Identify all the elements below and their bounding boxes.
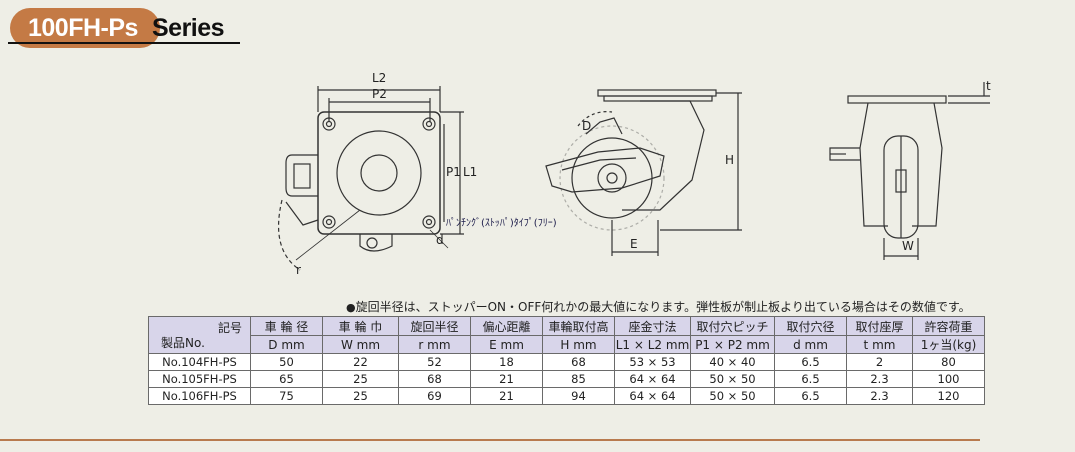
table-cell: 65 [250,370,323,388]
table-cell: 69 [398,387,471,405]
label-wheel-d: D [582,119,591,133]
table-cell: 6.5 [774,370,847,388]
table-cell: 75 [250,387,323,405]
top-view-drawing [277,86,464,271]
header-wheel-width: 車 輪 巾 [322,316,399,336]
table-cell: 80 [912,353,985,371]
table-cell: 64 × 64 [614,387,691,405]
table-cell: 22 [322,353,399,371]
table-cell: 52 [398,353,471,371]
spec-table: 記号 製品No. 車 輪 径 車 輪 巾 旋回半径 偏心距離 車輪取付高 座金寸… [148,316,985,405]
label-p1: P1 [446,165,461,179]
product-no-cell: No.106FH-PS [148,387,251,405]
unit-cell: H mm [542,335,615,354]
unit-cell: L1 × L2 mm [614,335,691,354]
table-cell: 64 × 64 [614,370,691,388]
unit-cell: 1ヶ当(kg) [912,335,985,354]
table-cell: 40 × 40 [690,353,775,371]
product-no-cell: No.104FH-PS [148,353,251,371]
table-cell: 68 [398,370,471,388]
unit-cell: E mm [470,335,543,354]
title-series: Series [152,14,225,42]
side-view-drawing [545,89,742,256]
table-cell: 21 [470,387,543,405]
header-plate-size: 座金寸法 [614,316,691,336]
label-t: t [986,79,991,93]
title-model: 100FH-Ps [28,14,138,42]
unit-cell: P1 × P2 mm [690,335,775,354]
label-p2: P2 [372,87,387,101]
header-wheel-diameter: 車 輪 径 [250,316,323,336]
table-header-row: 記号 製品No. 車 輪 径 車 輪 巾 旋回半径 偏心距離 車輪取付高 座金寸… [148,316,985,354]
header-plate-thickness: 取付座厚 [846,316,913,336]
drawing-watermark: ﾊﾟﾝﾁﾝｸﾞ(ｽﾄｯﾊﾟ)ﾀｲﾌﾟ(ﾌﾘｰ) [446,217,557,229]
title-underline [8,42,240,44]
table-cell: 50 × 50 [690,370,775,388]
table-cell: 6.5 [774,353,847,371]
header-load-capacity: 許容荷重 [912,316,985,336]
label-w: W [902,239,914,253]
corner-product-label: 製品No. [161,336,205,350]
label-e: E [630,237,638,251]
table-cell: 21 [470,370,543,388]
technical-drawings: L2 P2 P1 L1 d r D H E W t ﾊﾟﾝﾁﾝｸﾞ(ｽﾄｯﾊﾟ)… [0,60,1075,285]
header-hole-pitch: 取付穴ピッチ [690,316,775,336]
corner-symbol-label: 記号 [217,321,242,335]
unit-cell: t mm [846,335,913,354]
header-mount-height: 車輪取付高 [542,316,615,336]
unit-cell: W mm [322,335,399,354]
drawings-svg: L2 P2 P1 L1 d r D H E W t ﾊﾟﾝﾁﾝｸﾞ(ｽﾄｯﾊﾟ)… [277,71,991,277]
header-hole-diameter: 取付穴径 [774,316,847,336]
table-row: No.104FH-PS 50 22 52 18 68 53 × 53 40 × … [148,353,985,371]
unit-cell: d mm [774,335,847,354]
table-cell: 68 [542,353,615,371]
header-swivel-radius: 旋回半径 [398,316,471,336]
header-offset: 偏心距離 [470,316,543,336]
unit-cell: D mm [250,335,323,354]
label-l1: L1 [463,165,477,179]
swivel-radius-note: ●旋回半径は、ストッパーON・OFF何れかの最大値になります。弾性板が制止板より… [346,298,971,315]
label-d: d [436,233,444,247]
table-row: No.105FH-PS 65 25 68 21 85 64 × 64 50 × … [148,370,985,388]
title-pill [10,8,160,48]
table-cell: 94 [542,387,615,405]
table-unit-row: D mm W mm r mm E mm H mm L1 × L2 mm P1 ×… [149,335,985,354]
table-cell: 2 [846,353,913,371]
table-cell: 85 [542,370,615,388]
table-cell: 2.3 [846,387,913,405]
table-cell: 50 × 50 [690,387,775,405]
table-cell: 25 [322,370,399,388]
table-cell: 100 [912,370,985,388]
table-cell: 120 [912,387,985,405]
table-row: No.106FH-PS 75 25 69 21 94 64 × 64 50 × … [148,387,985,405]
bottom-rule [0,439,980,441]
table-cell: 25 [322,387,399,405]
note-text: 旋回半径は、ストッパーON・OFF何れかの最大値になります。弾性板が制止板より出… [355,300,971,314]
label-l2: L2 [372,71,386,85]
series-title: 100FH-Ps Series [0,0,260,60]
label-h: H [725,153,734,167]
note-bullet: ● [346,301,356,314]
front-view-drawing [829,82,990,260]
table-cell: 18 [470,353,543,371]
table-cell: 6.5 [774,387,847,405]
table-cell: 2.3 [846,370,913,388]
label-r: r [296,263,301,277]
table-cell: 50 [250,353,323,371]
product-no-cell: No.105FH-PS [148,370,251,388]
table-cell: 53 × 53 [614,353,691,371]
table-corner-cell: 記号 製品No. [148,316,251,354]
unit-cell: r mm [398,335,471,354]
